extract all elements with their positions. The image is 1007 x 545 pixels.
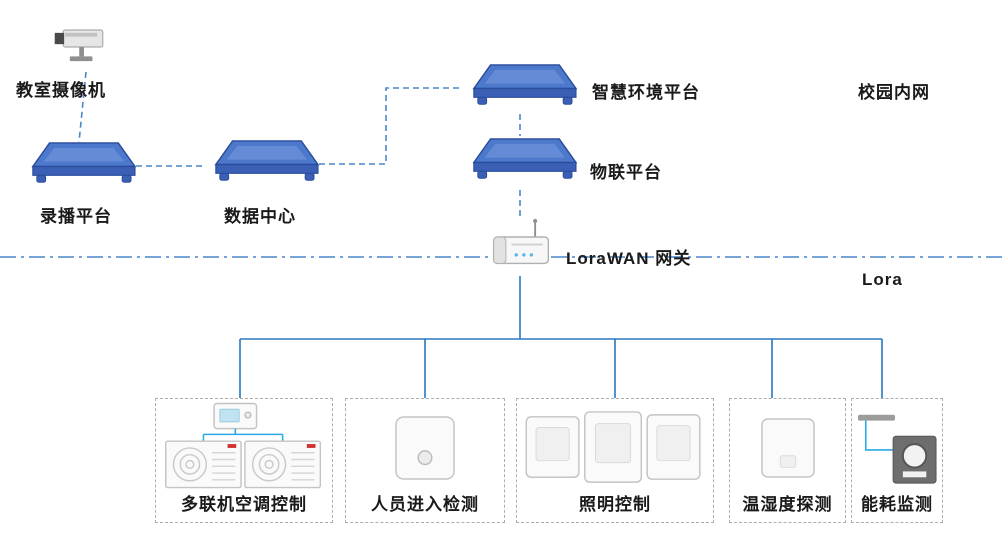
energy-meter-icon bbox=[854, 405, 940, 490]
device-group-temp-humidity: 温湿度探测 bbox=[729, 398, 846, 523]
data-center-icon bbox=[203, 138, 321, 196]
temp-humidity-sensor-icon bbox=[732, 405, 843, 490]
lora-zone-label: Lora bbox=[862, 270, 903, 289]
device-group-occupancy: 人员进入检测 bbox=[345, 398, 505, 523]
device-group-label: 能耗监测 bbox=[861, 495, 933, 514]
light-switch-panel-icons bbox=[519, 405, 711, 490]
smart-env-platform-icon bbox=[461, 62, 579, 120]
recording-platform-icon bbox=[20, 140, 138, 198]
recording-platform-label: 录播平台 bbox=[40, 207, 112, 226]
device-group-label: 人员进入检测 bbox=[371, 495, 479, 514]
device-group-label: 照明控制 bbox=[579, 495, 651, 514]
gateway-label: LoraWAN 网关 bbox=[566, 249, 692, 268]
data-center-label: 数据中心 bbox=[224, 207, 296, 226]
occupancy-sensor-icon bbox=[348, 405, 502, 490]
ac-units-with-controller-icon bbox=[158, 402, 330, 490]
device-group-lighting: 照明控制 bbox=[516, 398, 714, 523]
camera-icon bbox=[50, 24, 116, 75]
smart-env-platform-label: 智慧环境平台 bbox=[592, 83, 700, 102]
campus-intranet-label: 校园内网 bbox=[858, 83, 930, 102]
device-group-energy: 能耗监测 bbox=[851, 398, 943, 523]
edge-datacenter-to-smartenv bbox=[319, 87, 462, 165]
iot-platform-icon bbox=[461, 136, 579, 194]
iot-platform-label: 物联平台 bbox=[590, 163, 662, 182]
lorawan-gateway-icon bbox=[488, 216, 554, 280]
device-group-label: 温湿度探测 bbox=[742, 495, 833, 514]
camera-label: 教室摄像机 bbox=[16, 81, 106, 100]
device-group-ac-control: 多联机空调控制 bbox=[155, 398, 333, 523]
device-group-label: 多联机空调控制 bbox=[181, 495, 307, 514]
